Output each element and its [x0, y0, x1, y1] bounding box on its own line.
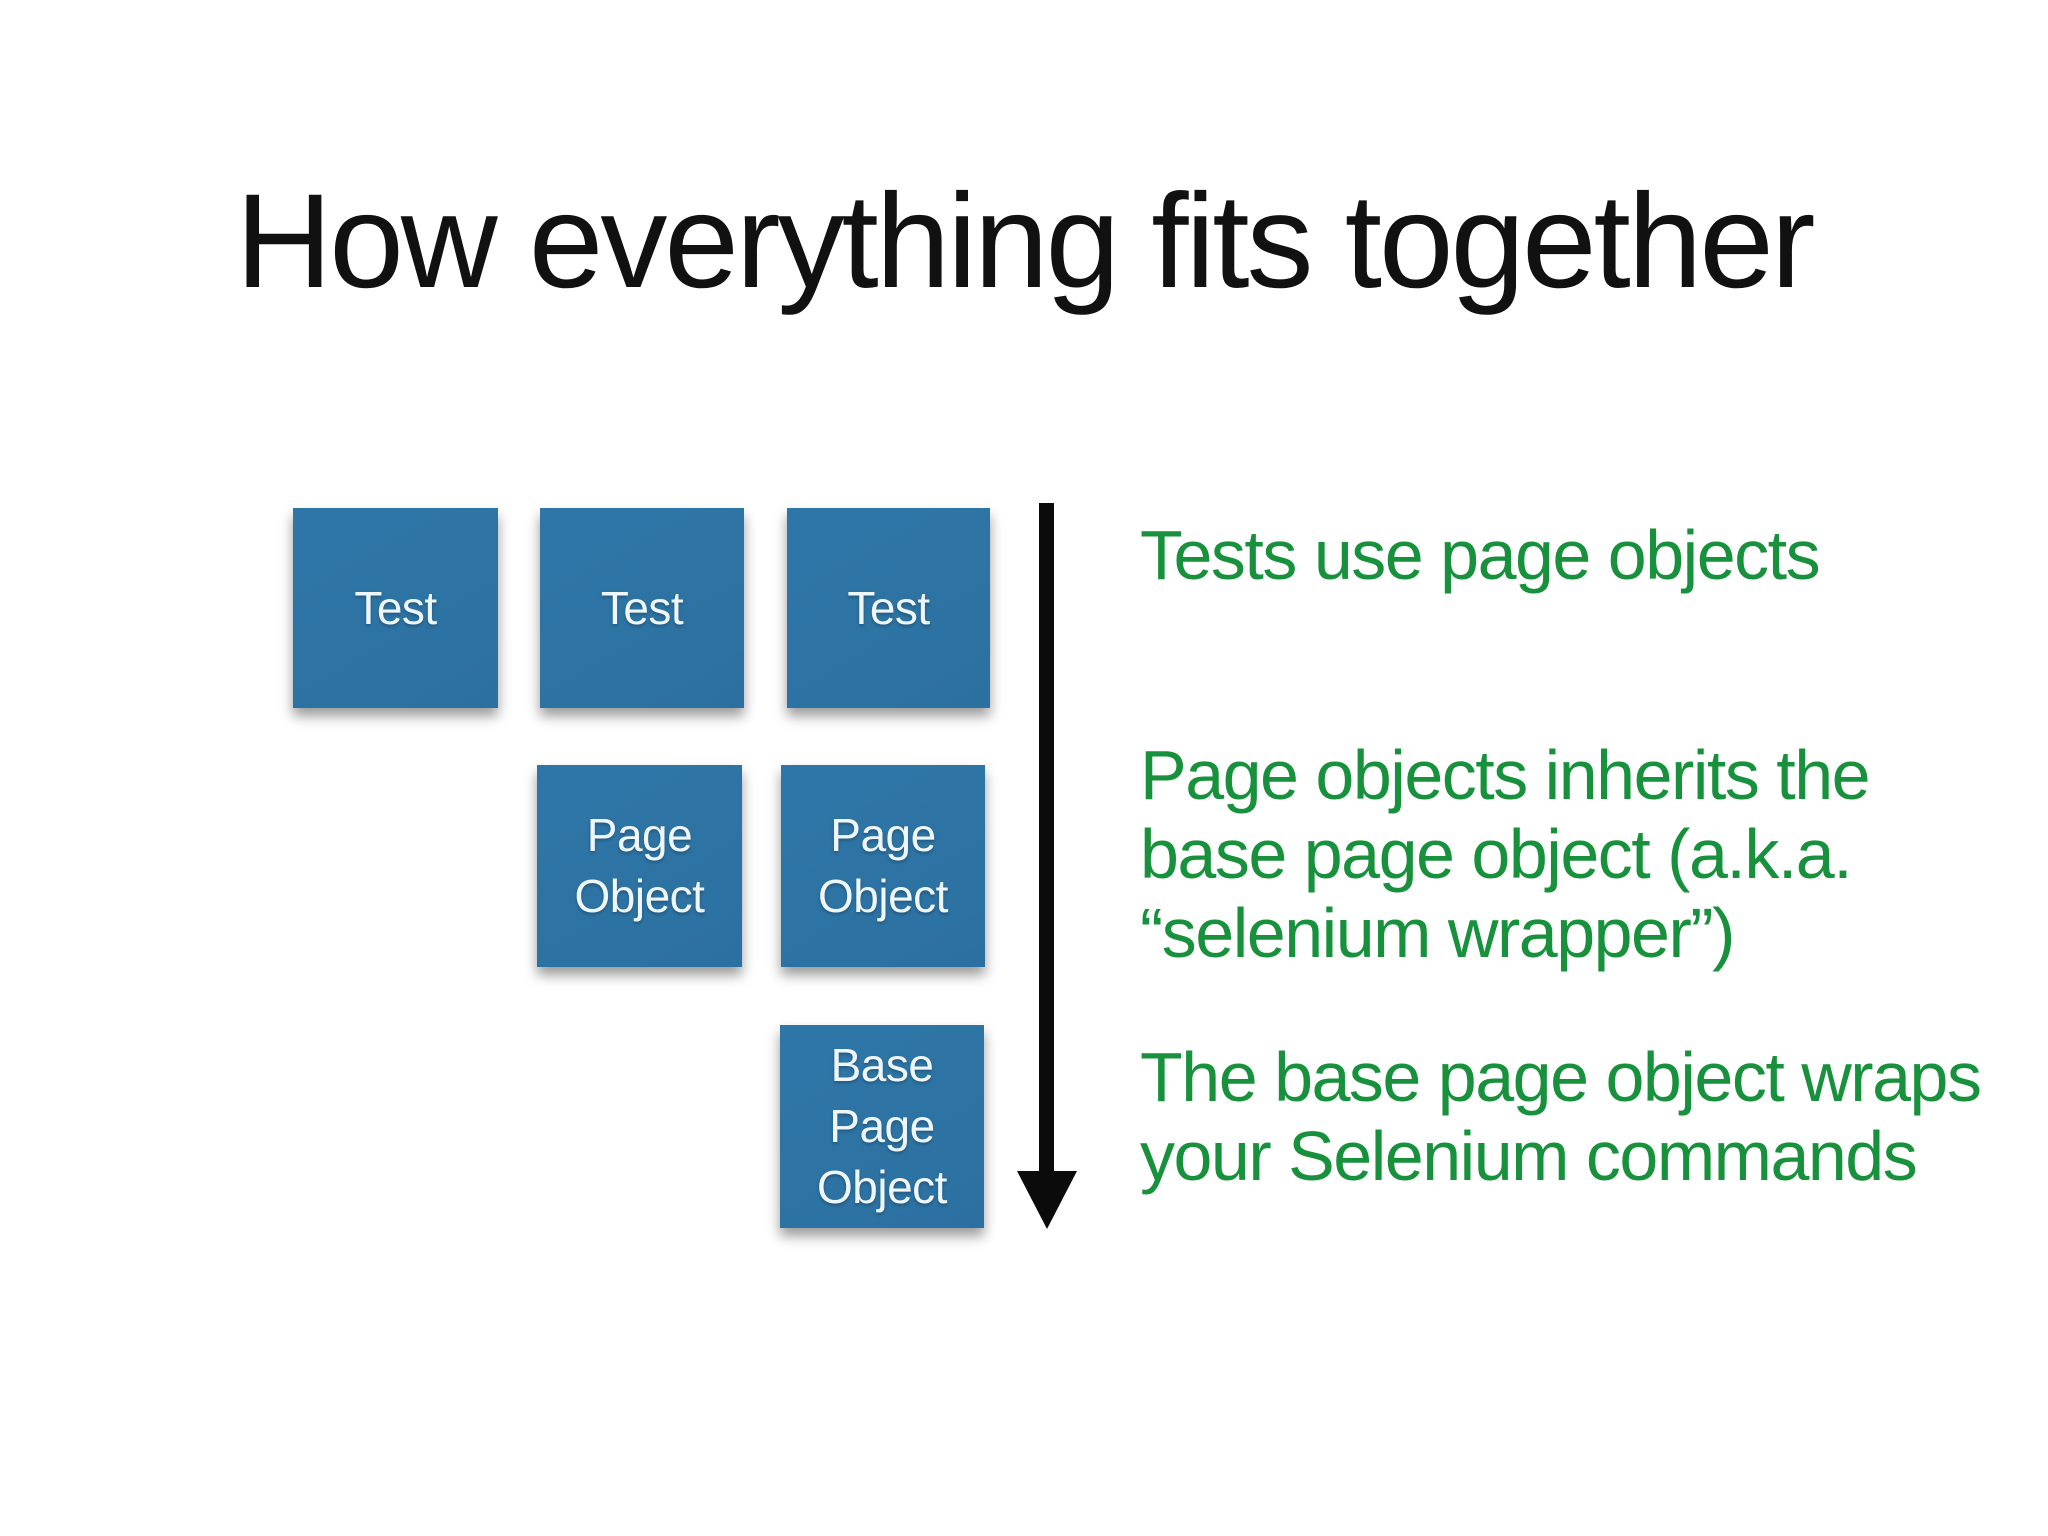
base-page-object-box-label: Base Page Object [817, 1039, 947, 1213]
page-object-box-2-label: Page Object [818, 809, 948, 922]
test-box-1-label: Test [354, 581, 437, 634]
test-box-2: Test [540, 508, 744, 708]
arrow-shaft [1039, 503, 1054, 1173]
test-box-3: Test [787, 508, 990, 708]
page-object-box-2: Page Object [781, 765, 985, 967]
base-page-object-box: Base Page Object [780, 1025, 984, 1228]
test-box-3-label: Test [847, 581, 930, 634]
page-object-box-1: Page Object [537, 765, 742, 967]
annotation-base-wraps-selenium: The base page object wraps your Selenium… [1140, 1038, 1982, 1195]
annotation-page-objects-inherit-base: Page objects inherits the base page obje… [1140, 736, 1871, 972]
page-object-box-1-label: Page Object [574, 809, 705, 922]
annotation-tests-use-page-objects: Tests use page objects [1140, 516, 1821, 594]
test-box-2-label: Test [600, 581, 684, 634]
arrow-down-head-icon [1017, 1171, 1077, 1229]
slide-title: How everything fits together [235, 167, 1816, 316]
test-box-1: Test [293, 508, 498, 708]
